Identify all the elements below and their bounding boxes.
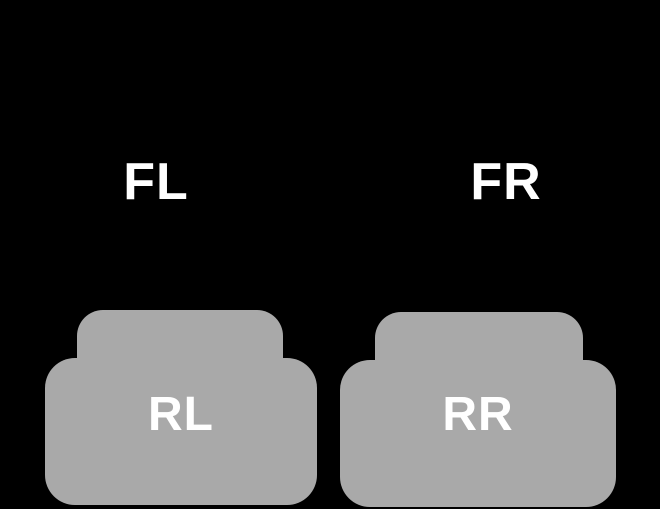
rear-left-label: RL [148,388,214,441]
front-right-label: FR [470,153,542,211]
rear-right-label: RR [442,388,514,441]
rear-right-mat-body [340,360,616,507]
front-left-label: FL [123,153,189,211]
rear-left-mat-body [45,358,317,505]
